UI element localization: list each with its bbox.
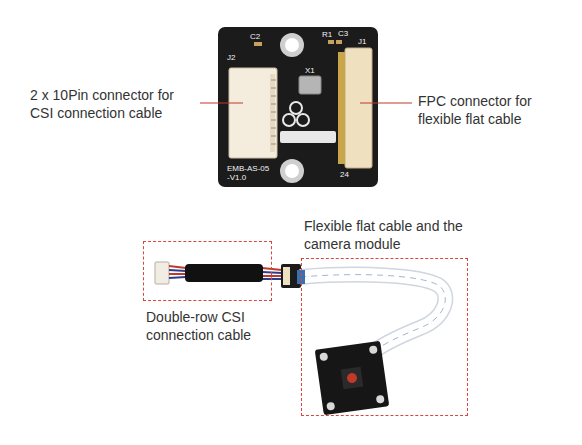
cable-connector	[155, 262, 169, 284]
cable-sheath	[185, 264, 263, 282]
dashed-callout-box: Flexible flat cable and the camera modul…	[301, 258, 468, 416]
fpc-contacts	[338, 52, 345, 164]
callout-label: 2 x 10Pin connector for CSI connection c…	[30, 86, 198, 122]
capacitor-c3	[336, 40, 342, 44]
csi-cable	[155, 262, 301, 288]
mounting-hole	[285, 164, 299, 178]
mounting-hole	[285, 38, 299, 52]
capacitor-c2	[254, 42, 262, 46]
resistor-r1	[328, 40, 334, 44]
board-pcb	[218, 27, 378, 187]
camera-module	[315, 341, 390, 416]
callout-label: Double-row CSI connection cable	[146, 308, 286, 344]
j1-fpc-connector	[345, 48, 372, 168]
camera-hole	[376, 395, 385, 404]
dashed-callout-box: Double-row CSI connection cable	[143, 241, 272, 301]
camera-hole	[326, 402, 335, 411]
lens-housing	[341, 367, 364, 390]
j2-pin-row	[271, 80, 276, 144]
silkscreen-ref: X1	[305, 66, 319, 75]
silkscreen-ref: C2	[250, 32, 270, 41]
logo-bar	[280, 131, 336, 143]
silkscreen-ref: J2	[227, 53, 247, 62]
adapter-board	[218, 27, 378, 187]
leader-line	[200, 103, 243, 104]
silkscreen-ref: 24	[340, 170, 354, 179]
camera-pcb	[315, 341, 390, 416]
callout-label: Flexible flat cable and the camera modul…	[304, 217, 464, 253]
j2-connector	[229, 68, 277, 158]
camera-hole	[319, 352, 328, 361]
silkscreen-ref: R1	[322, 30, 336, 39]
mounting-pad	[280, 159, 304, 183]
mounting-pad	[280, 33, 304, 57]
lens	[346, 372, 357, 383]
leader-line	[360, 103, 412, 104]
mini-connector	[283, 267, 290, 285]
crystal-x1	[299, 76, 321, 94]
callout-label: FPC connector for flexible flat cable	[418, 92, 560, 128]
j2-pins	[270, 74, 275, 152]
camera-hole	[369, 345, 378, 354]
silkscreen-ref: C3	[338, 29, 352, 38]
silkscreen-ref: J1	[358, 37, 372, 46]
logo-mark	[283, 102, 309, 126]
board-marking: EMB-AS-05 -V1.0	[227, 164, 273, 182]
